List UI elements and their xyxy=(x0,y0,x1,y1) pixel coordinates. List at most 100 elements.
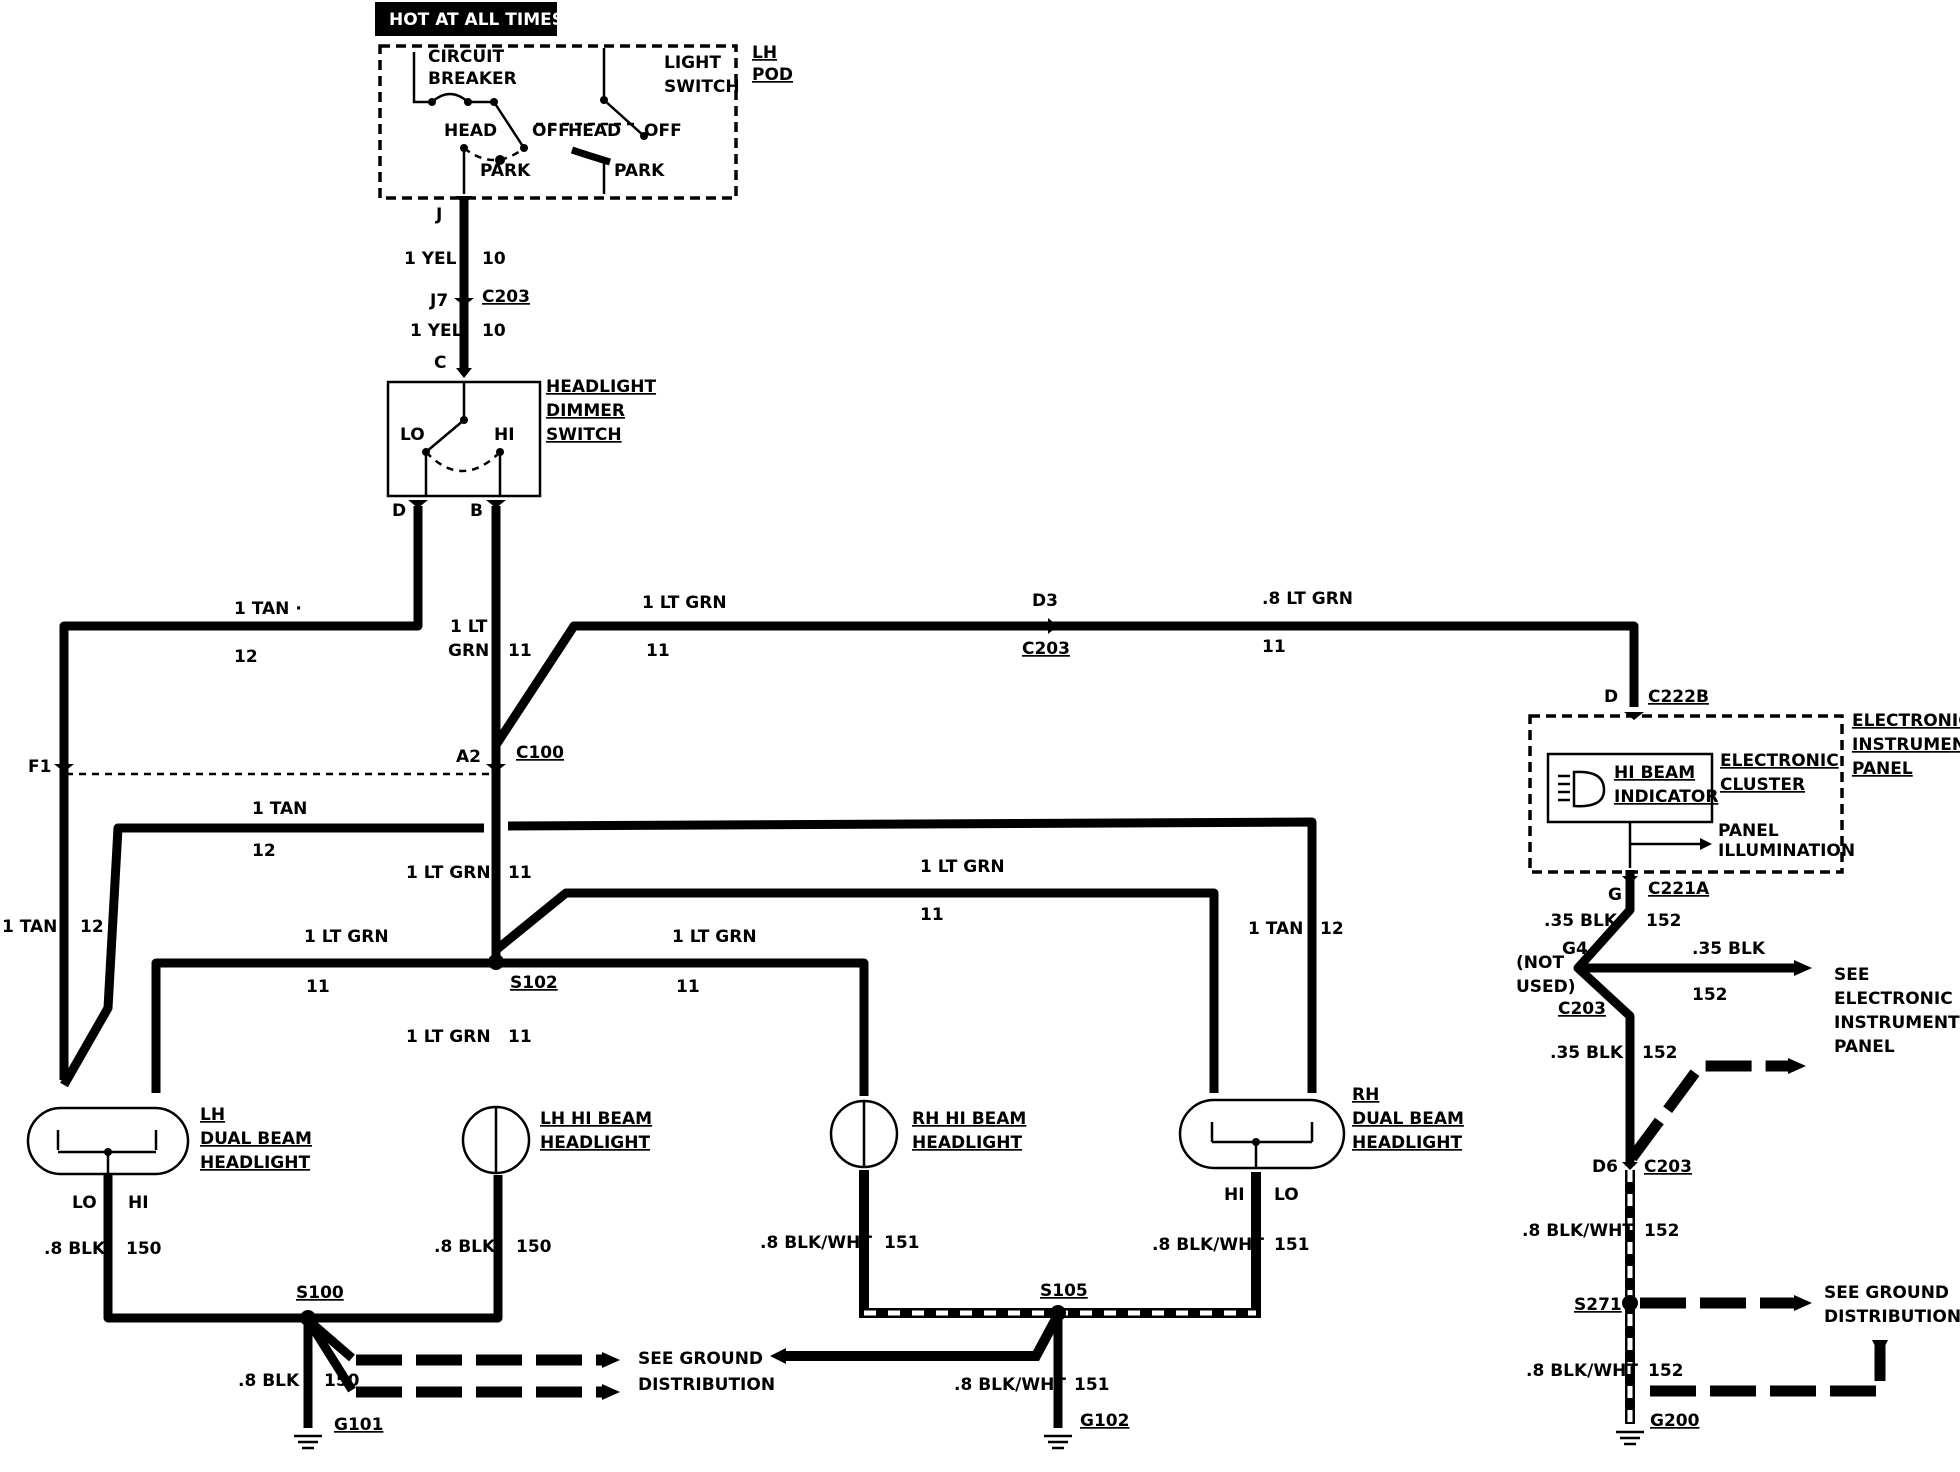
dimmer-lo: LO xyxy=(400,425,425,445)
wire-label-ltgrn-3: 1 LT GRN xyxy=(920,857,1005,877)
lh-dual-hi: HI xyxy=(128,1193,149,1213)
splice-s102 xyxy=(488,954,504,970)
head-label-1: HEAD xyxy=(444,121,497,141)
light-switch-label-2: SWITCH xyxy=(664,77,740,97)
see-eip-1: SEE xyxy=(1834,965,1869,985)
circuit-151-3: 151 xyxy=(1074,1375,1110,1395)
wire-label-ltgrn-08: .8 LT GRN xyxy=(1262,589,1353,609)
connector-c100: C100 xyxy=(516,743,564,763)
lh-dual-label-3: HEADLIGHT xyxy=(200,1153,310,1173)
splice-s271 xyxy=(1622,1295,1638,1311)
see-ground-left-1: SEE GROUND xyxy=(638,1349,763,1369)
pin-d3: D3 xyxy=(1032,591,1058,611)
hot-at-all-times-banner xyxy=(375,2,557,36)
circuit-10-1: 10 xyxy=(482,249,506,269)
wire-label-yel-1: 1 YEL xyxy=(404,249,457,269)
dimmer-label-2: DIMMER xyxy=(546,401,625,421)
light-switch: CIRCUIT BREAKER LIGHT SWITCH LH POD HEAD… xyxy=(378,43,793,200)
wire-label-blkwht-5: .8 BLK/WHT xyxy=(954,1375,1066,1395)
circuit-11-6: 11 xyxy=(306,977,330,997)
wire-ltgrn-11-s102 xyxy=(151,958,869,1096)
wire-label-tan-1: 1 TAN · xyxy=(234,599,302,619)
wire-label-blkwht-3: .8 BLK/WHT xyxy=(760,1233,872,1253)
circuit-152-3: 152 xyxy=(1642,1043,1678,1063)
circuit-11-3: 11 xyxy=(1262,637,1286,657)
wire-label-ltgrn-4: 1 LT GRN xyxy=(304,927,389,947)
connector-c203-4: C203 xyxy=(1644,1157,1692,1177)
circuit-11-7: 11 xyxy=(676,977,700,997)
lh-pod-label-1: LH xyxy=(752,43,777,63)
pin-d6: D6 xyxy=(1592,1157,1618,1177)
pin-g4: G4 xyxy=(1562,939,1588,959)
lh-dual-label-1: LH xyxy=(200,1105,225,1125)
rh-dual-label-2: DUAL BEAM xyxy=(1352,1109,1464,1129)
circuit-152-2: 152 xyxy=(1692,985,1728,1005)
connector-c203-1: C203 xyxy=(482,287,530,307)
rh-dual-beam-headlight xyxy=(1178,1098,1346,1170)
not-used-1: (NOT xyxy=(1516,953,1564,973)
connector-c203-2: C203 xyxy=(1022,639,1070,659)
wire-label-blk-3: .8 BLK xyxy=(238,1371,300,1391)
wire-label-ltgrn-2: 1 LT GRN xyxy=(406,863,491,883)
off-label-1: OFF xyxy=(532,121,570,141)
circuit-12-1: 12 xyxy=(234,647,258,667)
pin-a2: A2 xyxy=(456,747,481,767)
lh-dual-lo: LO xyxy=(72,1193,97,1213)
park-label-1: PARK xyxy=(480,161,531,181)
wire-label-tan-2: 1 TAN xyxy=(252,799,307,819)
see-ground-right-2: DISTRIBUTION xyxy=(1824,1307,1960,1327)
pin-g: G xyxy=(1608,885,1622,905)
circuit-breaker-label-2: BREAKER xyxy=(428,69,517,89)
pin-j: J xyxy=(435,205,442,225)
circuit-152-4: 152 xyxy=(1644,1221,1680,1241)
splice-s102-label: S102 xyxy=(510,973,558,993)
pin-f1: F1 xyxy=(28,757,51,777)
wire-label-ltgrn-6: 1 LT GRN xyxy=(406,1027,491,1047)
wire-label-blkwht-1: .8 BLK/WHT xyxy=(1522,1221,1634,1241)
wire-label-blk035-3: .35 BLK xyxy=(1550,1043,1624,1063)
circuit-11-8: 11 xyxy=(508,1027,532,1047)
wire-label-grn: GRN xyxy=(448,641,489,661)
splice-s271-label: S271 xyxy=(1574,1295,1622,1315)
off-label-2: OFF xyxy=(644,121,682,141)
pin-d: D xyxy=(392,501,406,521)
circuit-11-1: 11 xyxy=(508,641,532,661)
cluster-label-2: CLUSTER xyxy=(1720,775,1805,795)
connector-c221a: C221A xyxy=(1648,879,1710,899)
pin-d-cluster: D xyxy=(1604,687,1618,707)
lh-hi-label-1: LH HI BEAM xyxy=(540,1109,652,1129)
connector-c222b: C222B xyxy=(1648,687,1709,707)
illum-label-2: ILLUMINATION xyxy=(1718,841,1855,861)
see-ground-right-1: SEE GROUND xyxy=(1824,1283,1949,1303)
park-label-2: PARK xyxy=(614,161,665,181)
wire-label-blkwht-2: .8 BLK/WHT xyxy=(1526,1361,1638,1381)
see-eip-3: INSTRUMENT xyxy=(1834,1013,1960,1033)
circuit-151-1: 151 xyxy=(884,1233,920,1253)
hi-beam-label-1: HI BEAM xyxy=(1614,763,1695,783)
circuit-11-5: 11 xyxy=(920,905,944,925)
rh-dual-hi: HI xyxy=(1224,1185,1245,1205)
circuit-150-3: 150 xyxy=(324,1371,360,1391)
rh-hi-label-2: HEADLIGHT xyxy=(912,1133,1022,1153)
splice-s100-label: S100 xyxy=(296,1283,344,1303)
pin-j7: J7 xyxy=(429,291,448,311)
circuit-10-2: 10 xyxy=(482,321,506,341)
splice-s105-label: S105 xyxy=(1040,1281,1088,1301)
banner-text: HOT AT ALL TIMES xyxy=(389,10,564,30)
lh-hi-beam-headlight xyxy=(461,1105,531,1175)
wire-label-blk035-2: .35 BLK xyxy=(1692,939,1766,959)
labels: J 1 YEL 10 J7 C203 1 YEL 10 C D B 1 TAN … xyxy=(2,205,1960,1435)
lh-dual-label-2: DUAL BEAM xyxy=(200,1129,312,1149)
pin-b: B xyxy=(470,501,483,521)
circuit-150-2: 150 xyxy=(516,1237,552,1257)
hi-beam-label-2: INDICATOR xyxy=(1614,787,1718,807)
illum-label-1: PANEL xyxy=(1718,821,1779,841)
cluster-label-1: ELECTRONIC xyxy=(1720,751,1839,771)
dimmer-hi: HI xyxy=(494,425,515,445)
rh-hi-beam-headlight xyxy=(829,1099,899,1169)
wire-ltgrn-11-cluster xyxy=(492,621,1639,748)
rh-dual-lo: LO xyxy=(1274,1185,1299,1205)
headlight-dimmer-switch: LO HI HEADLIGHT DIMMER SWITCH xyxy=(386,377,656,498)
dimmer-label-3: SWITCH xyxy=(546,425,622,445)
